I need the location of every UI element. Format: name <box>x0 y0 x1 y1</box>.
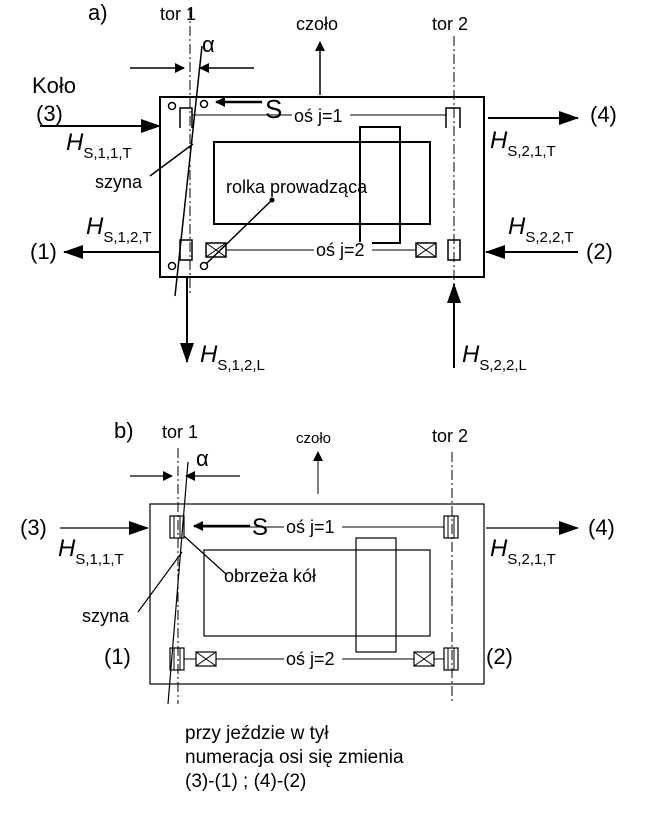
note-line-2: numeracja osi się zmienia <box>185 747 404 768</box>
szyna-leader <box>149 143 194 177</box>
wheel-2-label: (2) <box>586 239 613 264</box>
wheel-3-label: (3) <box>36 101 63 126</box>
force-label-hs222l: HS,2,2,L <box>462 341 527 374</box>
wheel-11-b <box>169 515 185 539</box>
s-label: S <box>265 94 282 124</box>
tor2-label-b: tor 2 <box>432 426 468 446</box>
szyna-label-b: szyna <box>82 606 130 626</box>
obrzeza-label: obrzeża kół <box>224 566 316 586</box>
trolley-block-b <box>355 537 397 653</box>
trolley-rect-b <box>203 549 431 637</box>
note-line-3: (3)-(1) ; (4)-(2) <box>185 771 307 792</box>
wheel-1-label-b: (1) <box>104 644 131 669</box>
force-label-hs222t: HS,2,2,T <box>508 213 574 246</box>
rolka-leader <box>205 199 273 265</box>
bridge-frame-b <box>149 503 485 685</box>
guide-roller-br <box>199 261 209 271</box>
guide-roller-tl <box>167 101 177 111</box>
tor2-label: tor 2 <box>432 14 468 34</box>
bridge-frame <box>159 96 485 278</box>
axis-j2-label: oś j=2 <box>316 240 365 260</box>
tor1-label-b: tor 1 <box>162 422 198 442</box>
force-label-hs112t: HS,1,2,T <box>86 213 152 246</box>
wheel-21-b <box>443 515 459 539</box>
wheel-bracket-21 <box>445 107 461 128</box>
panel-b: b) tor 1 tor 2 czoło α <box>20 418 615 705</box>
force-label-hs111t-b: HS,1,1,T <box>58 535 124 568</box>
drive-box-right-b <box>413 651 435 667</box>
axis-j1-label: oś j=1 <box>294 106 343 126</box>
drive-box-left-b <box>195 651 217 667</box>
szyna-leader-b <box>137 551 183 613</box>
czolo-label-b: czoło <box>296 430 331 447</box>
wheel-4-label: (4) <box>590 102 617 127</box>
wheel-1-label: (1) <box>30 239 57 264</box>
szyna-label: szyna <box>95 172 143 192</box>
obrzeza-leader <box>183 535 227 575</box>
guide-roller-bl <box>167 261 177 271</box>
wheel-bracket-11 <box>179 107 193 128</box>
guide-roller-tr <box>199 99 209 109</box>
axis-j2-label-b: oś j=2 <box>286 649 335 669</box>
force-label-hs211t: HS,2,1,T <box>490 127 556 160</box>
kolo-label: Koło <box>32 73 76 98</box>
wheel-3-label-b: (3) <box>20 515 47 540</box>
force-label-hs111t: HS,1,1,T <box>66 129 132 162</box>
panel-a-label: a) <box>88 0 108 25</box>
wheel-2-label-b: (2) <box>486 644 513 669</box>
rolka-label: rolka prowadząca <box>226 177 368 197</box>
note-line-1: przy jeździe w tył <box>185 723 329 744</box>
trolley-block <box>359 126 401 244</box>
panel-b-label: b) <box>114 418 134 443</box>
czolo-label: czoło <box>296 14 338 34</box>
drive-box-left <box>205 242 227 258</box>
drive-box-right <box>415 242 437 258</box>
wheel-22 <box>447 239 461 261</box>
tor1-label: tor 1 <box>160 4 196 24</box>
force-label-hs211t-b: HS,2,1,T <box>490 535 556 568</box>
force-label-hs112l: HS,1,2,L <box>200 341 265 374</box>
rail-line-b <box>167 461 189 705</box>
axis-j1-label-b: oś j=1 <box>286 517 335 537</box>
wheel-12 <box>179 239 193 261</box>
alpha-label-b: α <box>196 446 209 471</box>
wheel-4-label-b: (4) <box>588 515 615 540</box>
direction-note: przy jeździe w tył numeracja osi się zmi… <box>185 722 404 794</box>
panel-a: a) tor 1 tor 2 czoło α Koło <box>30 0 617 374</box>
s-label-b: S <box>252 514 268 541</box>
alpha-label: α <box>202 32 215 57</box>
trolley-rect <box>213 141 431 225</box>
wheel-22-b <box>443 647 459 671</box>
rail-line <box>174 45 203 297</box>
